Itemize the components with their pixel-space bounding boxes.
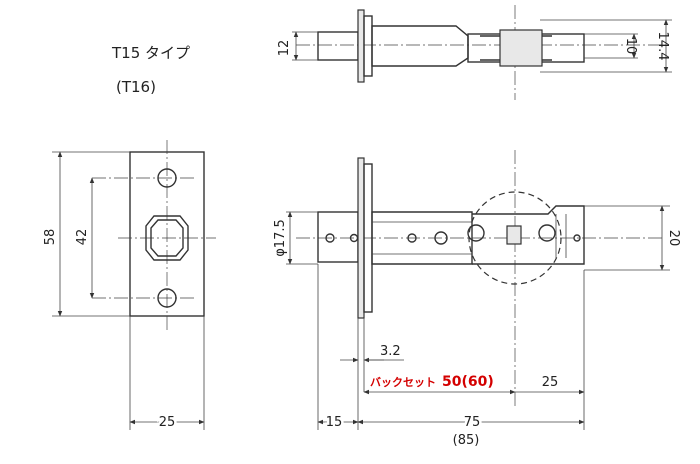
backset-value: 50(60) xyxy=(442,374,494,390)
dim-front-25: 25 xyxy=(159,415,176,430)
dim-top-12: 12 xyxy=(277,40,292,57)
dim-backset-25: 25 xyxy=(542,375,559,390)
model-subtitle: (T16) xyxy=(116,78,156,96)
dim-side-20: 20 xyxy=(666,230,681,247)
front-plate-view xyxy=(52,140,216,430)
side-view xyxy=(286,150,670,430)
dim-total-85: (85) xyxy=(453,433,480,448)
dim-total-75: 75 xyxy=(464,415,481,430)
top-view xyxy=(292,5,672,100)
backset-label: バックセット xyxy=(370,376,436,389)
dim-front-42: 42 xyxy=(75,229,90,246)
dim-side-diameter: φ17.5 xyxy=(273,219,288,257)
dim-top-14-4: 14.4 xyxy=(655,32,670,61)
dim-front-58: 58 xyxy=(43,229,58,246)
dim-plate-thickness: 3.2 xyxy=(380,344,401,359)
model-title: T15 タイプ xyxy=(111,44,190,62)
dim-front-offset-15: 15 xyxy=(326,415,343,430)
dim-top-10: 10 xyxy=(623,38,638,55)
